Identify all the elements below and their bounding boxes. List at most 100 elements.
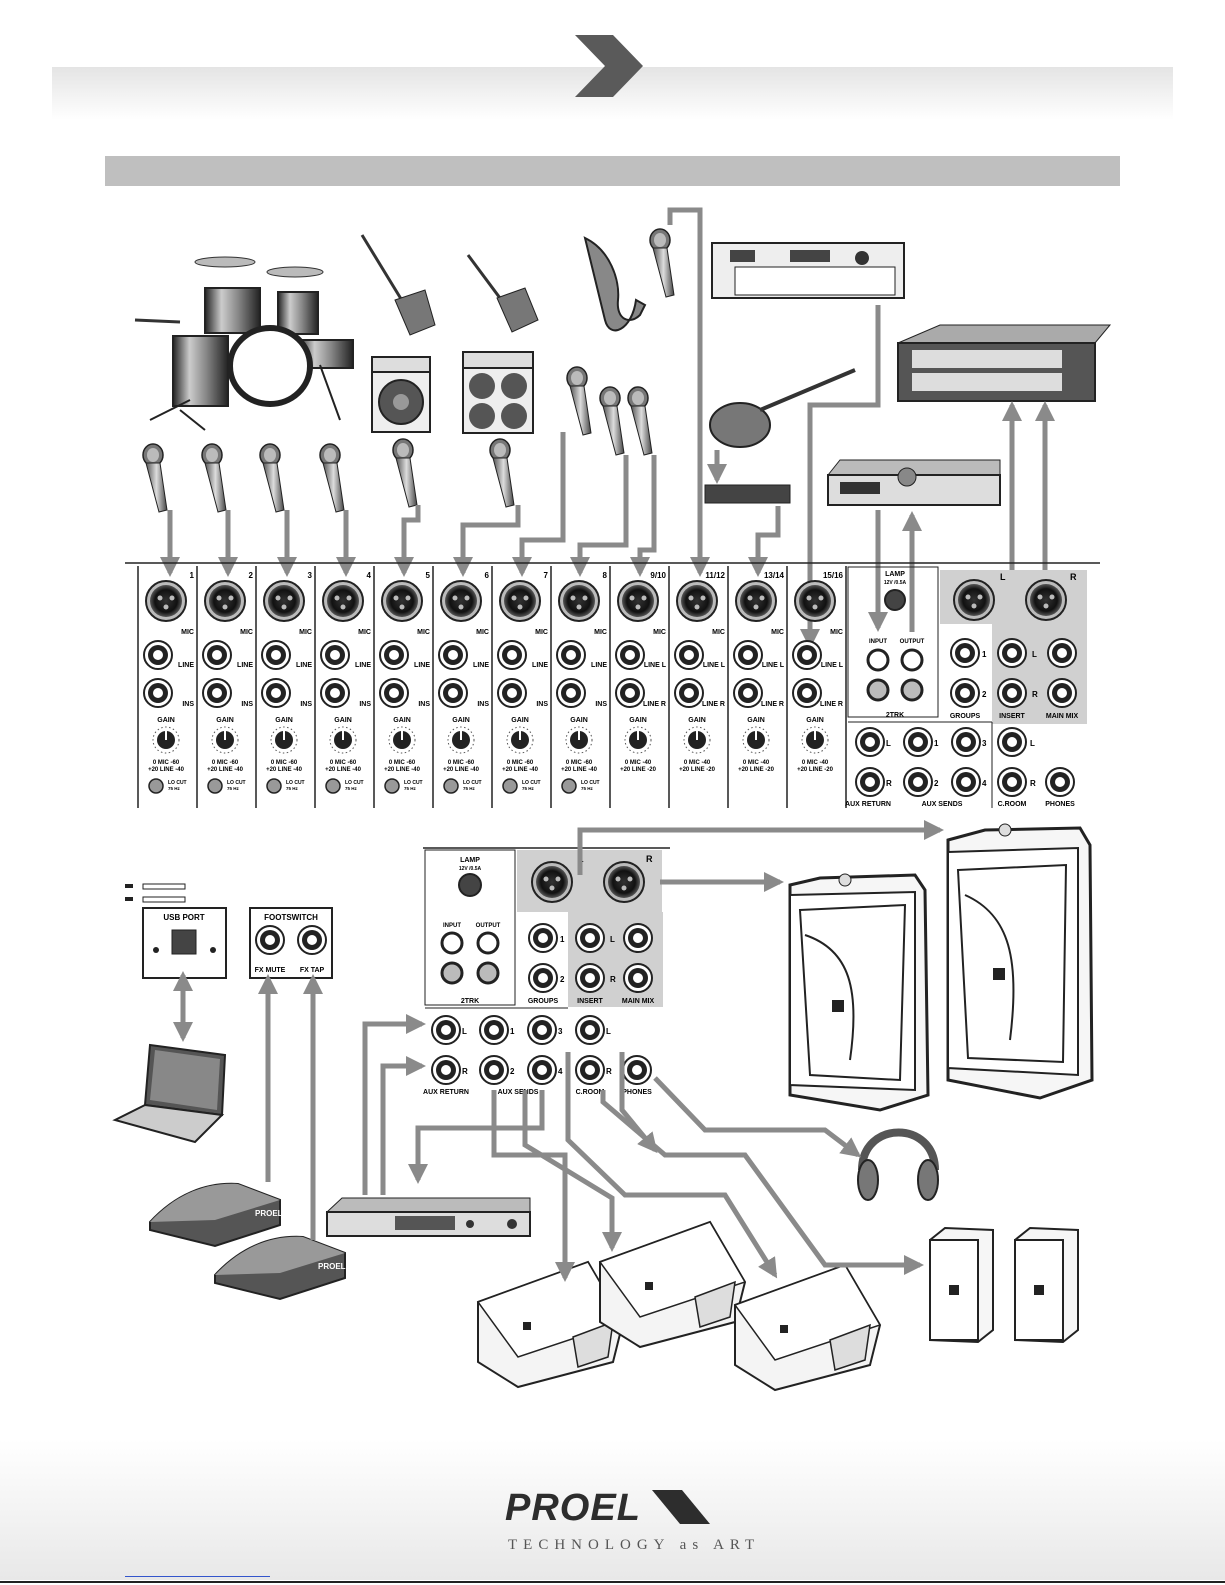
insert-l-jack[interactable] xyxy=(997,638,1027,668)
channel-11-line-input[interactable] xyxy=(733,640,763,670)
aux-send-2-jack[interactable] xyxy=(903,767,933,797)
channel-7-line-input[interactable] xyxy=(497,640,527,670)
fx-tap-jack[interactable] xyxy=(297,925,327,955)
channel-12-line-input[interactable] xyxy=(792,640,822,670)
channel-8-gain-knob[interactable] xyxy=(565,726,593,754)
2trk-in-l-detail[interactable] xyxy=(440,931,464,955)
channel-1-ins-jack[interactable] xyxy=(143,678,173,708)
croom-r-jack[interactable] xyxy=(997,767,1027,797)
channel-1-locut-button[interactable] xyxy=(148,778,164,794)
channel-1-line-input[interactable] xyxy=(143,640,173,670)
channel-1-mic-input[interactable] xyxy=(145,580,187,622)
channel-8-locut-button[interactable] xyxy=(561,778,577,794)
channel-3-ins-jack[interactable] xyxy=(261,678,291,708)
channel-7-mic-input[interactable] xyxy=(499,580,541,622)
channel-6-line-input[interactable] xyxy=(438,640,468,670)
groups-1-detail[interactable] xyxy=(528,923,558,953)
lamp-socket[interactable] xyxy=(884,589,906,611)
channel-5-ins-jack[interactable] xyxy=(379,678,409,708)
channel-11-ins-jack[interactable] xyxy=(733,678,763,708)
channel-4-ins-jack[interactable] xyxy=(320,678,350,708)
channel-4-gain-knob[interactable] xyxy=(329,726,357,754)
channel-4-locut-button[interactable] xyxy=(325,778,341,794)
channel-6-ins-jack[interactable] xyxy=(438,678,468,708)
groups-2-jack[interactable] xyxy=(950,678,980,708)
channel-6-locut-button[interactable] xyxy=(443,778,459,794)
lamp-socket-detail[interactable] xyxy=(458,873,482,897)
insert-r-jack[interactable] xyxy=(997,678,1027,708)
channel-12-mic-input[interactable] xyxy=(794,580,836,622)
channel-9-mic-input[interactable] xyxy=(617,580,659,622)
2trk-out-r-detail[interactable] xyxy=(476,961,500,985)
channel-5-locut-button[interactable] xyxy=(384,778,400,794)
channel-11-gain-knob[interactable] xyxy=(742,726,770,754)
channel-2-mic-input[interactable] xyxy=(204,580,246,622)
channel-3-locut-button[interactable] xyxy=(266,778,282,794)
2trk-out-l-detail[interactable] xyxy=(476,931,500,955)
aux-ret-l-detail[interactable] xyxy=(431,1015,461,1045)
channel-1-gain-knob[interactable] xyxy=(152,726,180,754)
channel-3-gain-knob[interactable] xyxy=(270,726,298,754)
channel-12-gain-knob[interactable] xyxy=(801,726,829,754)
insert-r-detail[interactable] xyxy=(575,963,605,993)
channel-4-line-input[interactable] xyxy=(320,640,350,670)
croom-r-detail[interactable] xyxy=(575,1055,605,1085)
channel-7-ins-jack[interactable] xyxy=(497,678,527,708)
insert-l-detail[interactable] xyxy=(575,923,605,953)
phones-jack[interactable] xyxy=(1045,767,1075,797)
aux-send-4-jack[interactable] xyxy=(951,767,981,797)
channel-2-locut-button[interactable] xyxy=(207,778,223,794)
aux-return-l-jack[interactable] xyxy=(855,727,885,757)
main-mix-xlr-l[interactable] xyxy=(953,579,995,621)
channel-3-mic-input[interactable] xyxy=(263,580,305,622)
channel-6-gain-knob[interactable] xyxy=(447,726,475,754)
xlr-r-detail[interactable] xyxy=(603,861,645,903)
channel-6-mic-input[interactable] xyxy=(440,580,482,622)
channel-10-mic-input[interactable] xyxy=(676,580,718,622)
fx-mute-jack[interactable] xyxy=(255,925,285,955)
groups-1-jack[interactable] xyxy=(950,638,980,668)
croom-l-detail[interactable] xyxy=(575,1015,605,1045)
channel-5-line-input[interactable] xyxy=(379,640,409,670)
channel-8-line-input[interactable] xyxy=(556,640,586,670)
xlr-l-detail[interactable] xyxy=(531,861,573,903)
channel-2-line-input[interactable] xyxy=(202,640,232,670)
2trk-in-r-detail[interactable] xyxy=(440,961,464,985)
croom-l-jack[interactable] xyxy=(997,727,1027,757)
2trk-input-r[interactable] xyxy=(866,678,890,702)
channel-4-mic-input[interactable] xyxy=(322,580,364,622)
usb-port-socket[interactable] xyxy=(171,929,197,955)
channel-2-ins-jack[interactable] xyxy=(202,678,232,708)
2trk-output-r[interactable] xyxy=(900,678,924,702)
mainmix-l-detail[interactable] xyxy=(623,923,653,953)
phones-detail[interactable] xyxy=(622,1055,652,1085)
channel-11-mic-input[interactable] xyxy=(735,580,777,622)
channel-9-gain-knob[interactable] xyxy=(624,726,652,754)
mainmix-r-jack[interactable] xyxy=(1047,678,1077,708)
aux-send-3-detail[interactable] xyxy=(527,1015,557,1045)
aux-send-4-detail[interactable] xyxy=(527,1055,557,1085)
channel-7-gain-knob[interactable] xyxy=(506,726,534,754)
2trk-input-l[interactable] xyxy=(866,648,890,672)
mainmix-r-detail[interactable] xyxy=(623,963,653,993)
channel-9-line-input[interactable] xyxy=(615,640,645,670)
channel-10-gain-knob[interactable] xyxy=(683,726,711,754)
aux-ret-r-detail[interactable] xyxy=(431,1055,461,1085)
channel-5-mic-input[interactable] xyxy=(381,580,423,622)
channel-5-gain-knob[interactable] xyxy=(388,726,416,754)
aux-send-3-jack[interactable] xyxy=(951,727,981,757)
groups-2-detail[interactable] xyxy=(528,963,558,993)
channel-8-ins-jack[interactable] xyxy=(556,678,586,708)
channel-3-line-input[interactable] xyxy=(261,640,291,670)
channel-2-gain-knob[interactable] xyxy=(211,726,239,754)
aux-send-1-detail[interactable] xyxy=(479,1015,509,1045)
aux-send-2-detail[interactable] xyxy=(479,1055,509,1085)
aux-return-r-jack[interactable] xyxy=(855,767,885,797)
mainmix-l-jack[interactable] xyxy=(1047,638,1077,668)
2trk-output-l[interactable] xyxy=(900,648,924,672)
channel-10-ins-jack[interactable] xyxy=(674,678,704,708)
channel-10-line-input[interactable] xyxy=(674,640,704,670)
channel-9-ins-jack[interactable] xyxy=(615,678,645,708)
main-mix-xlr-r[interactable] xyxy=(1025,579,1067,621)
channel-12-ins-jack[interactable] xyxy=(792,678,822,708)
